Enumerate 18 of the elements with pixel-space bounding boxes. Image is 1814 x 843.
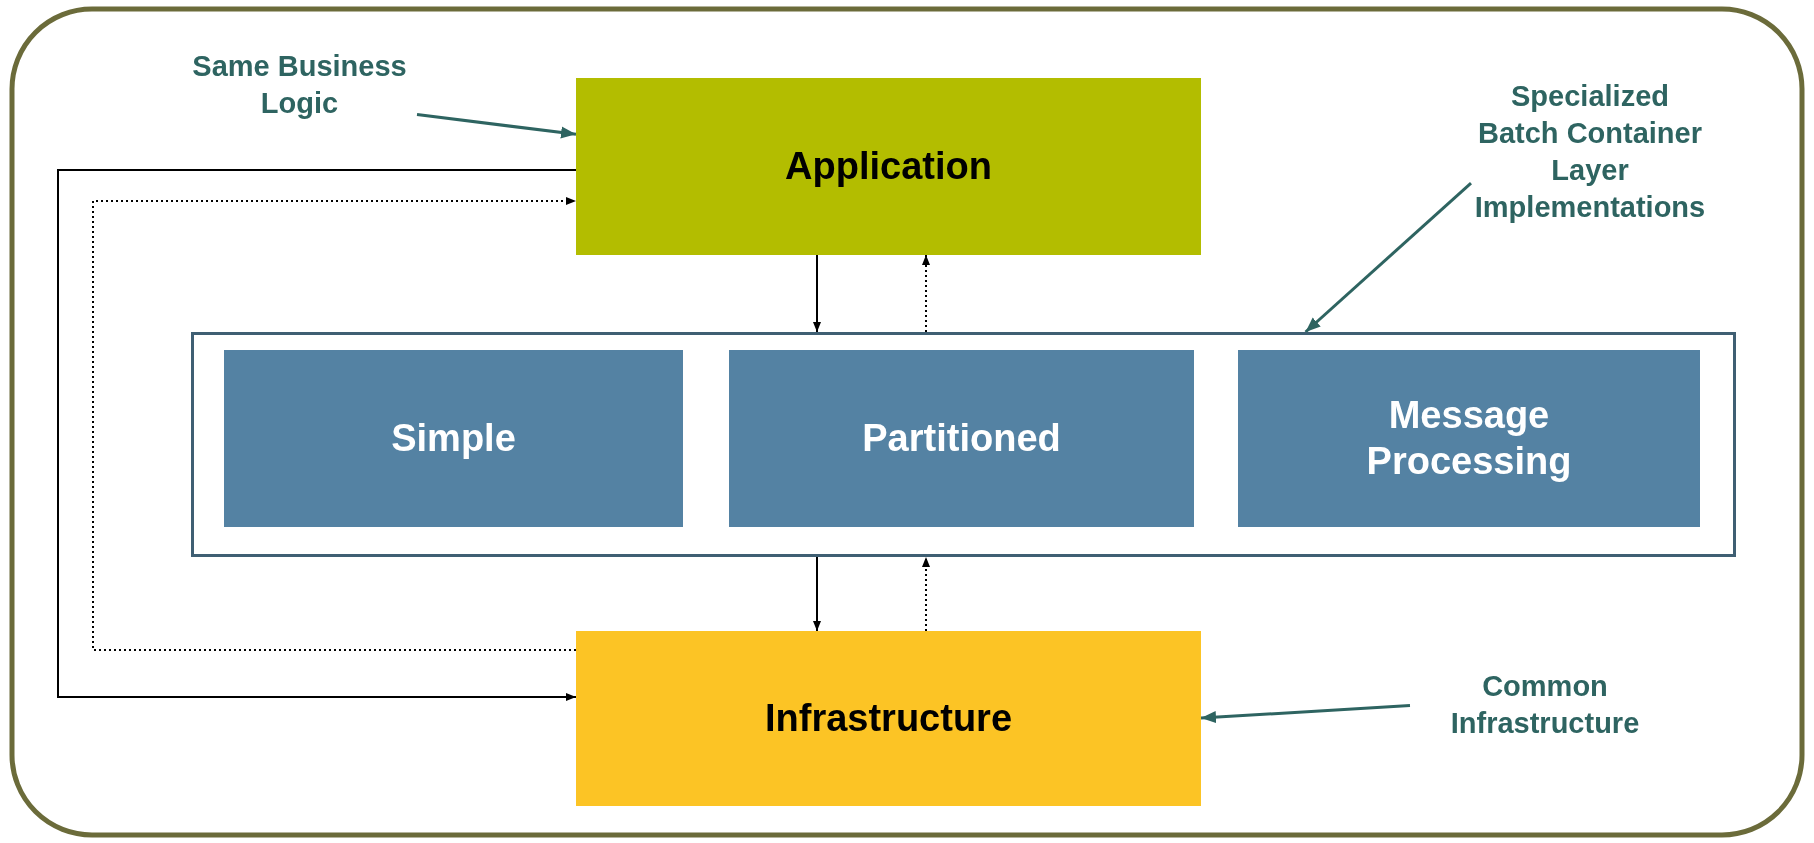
container-box bbox=[191, 332, 1736, 557]
arrow bbox=[57, 169, 577, 701]
layer-box: Message Processing bbox=[1238, 350, 1700, 527]
arrow bbox=[922, 556, 930, 632]
leader-arrow bbox=[416, 113, 577, 139]
arrow bbox=[92, 197, 577, 651]
annotation-text: Common Infrastructure bbox=[1410, 660, 1680, 750]
layer-box: Infrastructure bbox=[576, 631, 1201, 806]
leader-arrow bbox=[1200, 704, 1411, 724]
layer-box: Application bbox=[576, 78, 1201, 255]
arrow bbox=[922, 254, 930, 333]
arrow bbox=[813, 254, 821, 333]
layer-box: Partitioned bbox=[729, 350, 1194, 527]
leader-arrow bbox=[1304, 182, 1472, 334]
annotation-text: Same Business Logic bbox=[182, 40, 417, 130]
layer-box: Simple bbox=[224, 350, 683, 527]
annotation-text: Specialized Batch Container Layer Implementations bbox=[1471, 62, 1709, 242]
arrow bbox=[813, 556, 821, 632]
